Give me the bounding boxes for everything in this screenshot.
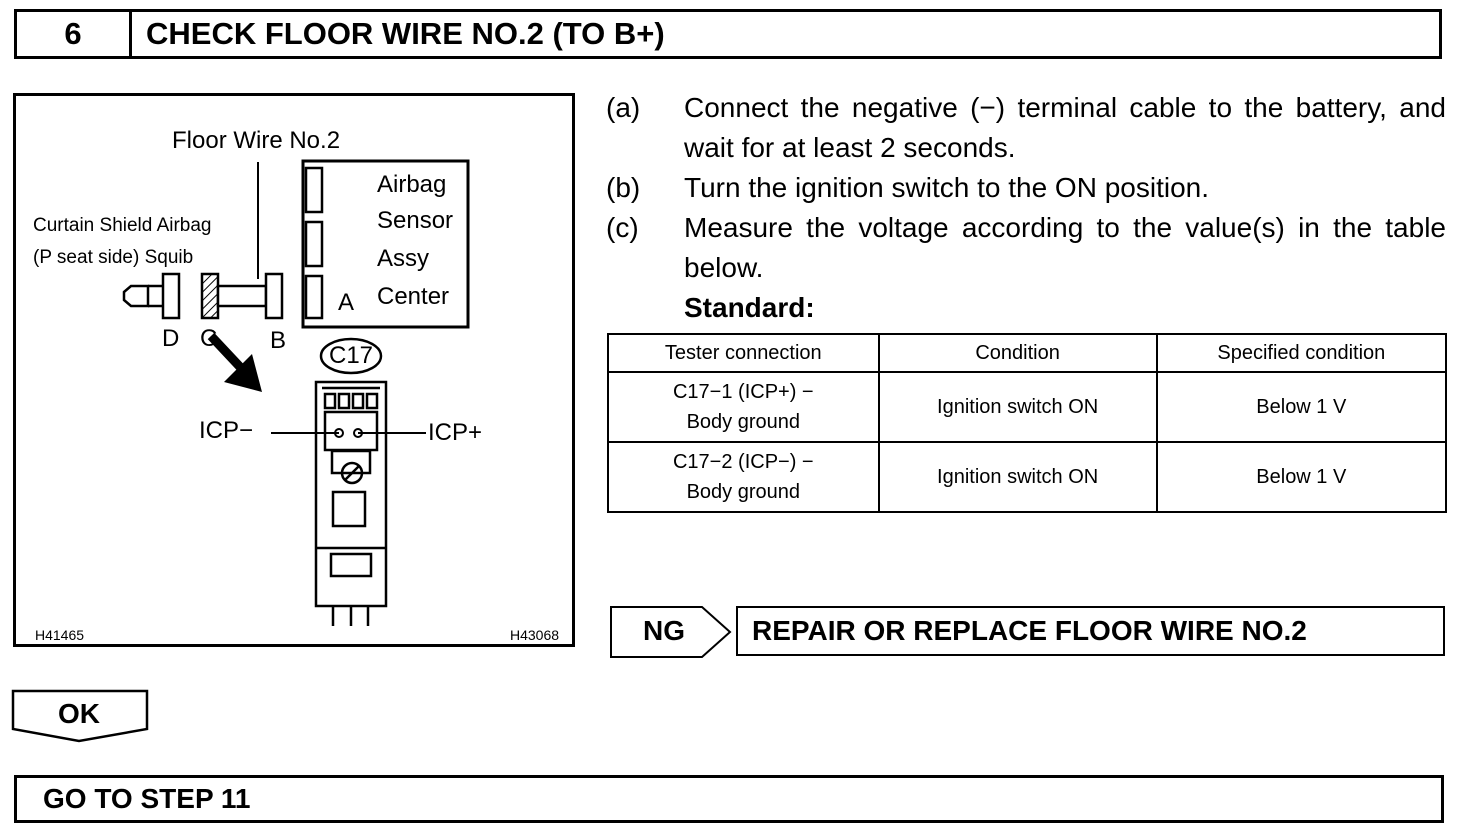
wiring-figure: Floor Wire No.2 Curtain Shield Airbag (P… [13, 93, 575, 647]
table-cell-condition: Ignition switch ON [877, 441, 1158, 513]
figure-id-right: H43068 [510, 627, 560, 643]
step-title: CHECK FLOOR WIRE NO.2 (TO B+) [146, 16, 665, 51]
connection-line: Body ground [686, 411, 801, 433]
table-row: C17−1 (ICP+) − Body ground Ignition swit… [607, 371, 1448, 443]
sensor-label-line4: Center [377, 283, 450, 310]
terminal-d-label: D [162, 325, 180, 352]
sensor-slot-a [304, 274, 324, 320]
standard-label: Standard: [684, 292, 815, 323]
instructions: (a) Connect the negative (−) terminal ca… [606, 88, 1446, 328]
instruction-text: Measure the voltage according to the val… [684, 212, 1446, 283]
ok-tag-shape [11, 689, 149, 743]
step-number: 6 [17, 12, 132, 56]
arrow-shaft [207, 332, 245, 372]
sensor-box [301, 159, 470, 329]
sensor-label-line2: Sensor [377, 207, 454, 234]
connector-id-ellipse [319, 337, 383, 375]
ng-label: NG [643, 615, 685, 646]
table-header: Specified condition [1155, 333, 1448, 373]
table-cell-connection: C17−1 (ICP+) − Body ground [607, 371, 880, 443]
table-cell-condition: Ignition switch ON [877, 371, 1158, 443]
figure-id-left: H41465 [35, 627, 85, 643]
floor-wire-body [216, 284, 268, 308]
connection-line: Body ground [686, 481, 801, 503]
step-header: 6 CHECK FLOOR WIRE NO.2 (TO B+) [14, 9, 1442, 59]
table-row: C17−2 (ICP−) − Body ground Ignition swit… [607, 441, 1448, 513]
terminal-a-label: A [338, 289, 355, 316]
instruction-step: (c) Measure the voltage according to the… [606, 208, 1446, 288]
floor-wire-label: Floor Wire No.2 [172, 127, 341, 154]
ok-label: OK [58, 698, 100, 729]
connector-d [161, 272, 181, 320]
icp-plus-label: ICP+ [428, 419, 483, 446]
table-header-row: Tester connection Condition Specified co… [607, 333, 1448, 373]
sensor-slot-2 [304, 220, 324, 268]
arrow-head [224, 354, 262, 392]
ng-action: REPAIR OR REPLACE FLOOR WIRE NO.2 [736, 606, 1445, 656]
instruction-step: (a) Connect the negative (−) terminal ca… [606, 88, 1446, 168]
instruction-label: (b) [606, 172, 641, 203]
connection-line: C17−1 (ICP+) − [672, 381, 814, 403]
connector-b [264, 272, 284, 320]
airbag-label-line1: Curtain Shield Airbag [33, 215, 212, 236]
table-cell-connection: C17−2 (ICP−) − Body ground [607, 441, 880, 513]
instruction-text: Turn the ignition switch to the ON posit… [684, 172, 1209, 203]
instruction-label: (a) [606, 92, 641, 123]
squib-connector-d [122, 284, 150, 308]
instruction-step: (b) Turn the ignition switch to the ON p… [606, 168, 1446, 208]
connector-c17 [314, 380, 388, 626]
airbag-label-line2: (P seat side) Squib [33, 247, 194, 268]
connection-line: C17−2 (ICP−) − [672, 451, 814, 473]
connector-id-label: C17 [329, 342, 374, 369]
ng-tag-shape [610, 606, 732, 658]
terminal-b-label: B [270, 327, 287, 354]
sensor-label-line1: Airbag [377, 171, 447, 198]
table-cell-specified: Below 1 V [1155, 371, 1448, 443]
goto-step: GO TO STEP 11 [14, 775, 1444, 823]
instruction-text: Connect the negative (−) terminal cable … [684, 92, 1446, 163]
wiring-diagram [122, 159, 470, 626]
table-header: Tester connection [607, 333, 880, 373]
instruction-label: (c) [606, 212, 639, 243]
terminal-c-label: C [200, 325, 218, 352]
sensor-slot-1 [304, 166, 324, 214]
sensor-label-line3: Assy [377, 245, 430, 272]
table-header: Condition [877, 333, 1158, 373]
table-cell-specified: Below 1 V [1155, 441, 1448, 513]
icp-minus-label: ICP− [199, 417, 254, 444]
spec-table: Tester connection Condition Specified co… [607, 333, 1448, 513]
connector-c [200, 272, 220, 320]
